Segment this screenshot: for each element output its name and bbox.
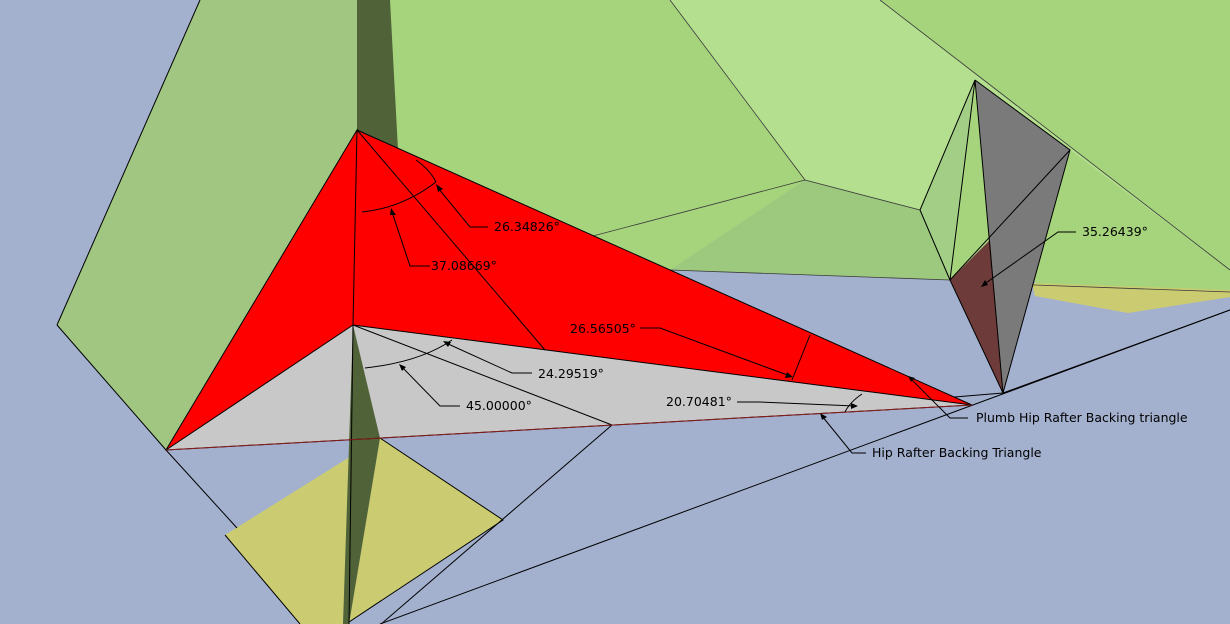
arc-a2 xyxy=(415,159,437,183)
roof-plane-left xyxy=(57,0,358,450)
angle-label-a6: 20.70481° xyxy=(666,394,732,409)
leader-a7 xyxy=(981,231,1076,287)
angle-label-a2: 37.08669° xyxy=(431,258,497,273)
plumb-triangle-brown xyxy=(950,240,1003,393)
roof-plane-right-mid xyxy=(670,180,950,280)
plumb-edges xyxy=(949,79,1071,395)
yellow-edge-2 xyxy=(345,437,504,624)
triangle-edge-base xyxy=(165,324,354,451)
arc-a6 xyxy=(844,393,863,413)
angle-label-a5: 45.00000° xyxy=(466,398,532,413)
leader-a4 xyxy=(443,341,532,374)
leader-a1 xyxy=(436,184,488,228)
arc-a3 xyxy=(791,334,811,381)
plumb-triangle-light xyxy=(920,80,975,280)
ground-edge-right xyxy=(379,309,1230,624)
plumb-edge-3 xyxy=(949,149,1071,281)
ridge-line-left xyxy=(56,0,201,326)
altitude-red xyxy=(356,129,546,351)
arc-a1 xyxy=(361,181,437,213)
angle-label-a4: 24.29519° xyxy=(538,366,604,381)
angle-label-a3: 26.56505° xyxy=(570,321,636,336)
leader-a5 xyxy=(399,364,460,407)
label-plumb-triangle: Plumb Hip Rafter Backing triangle xyxy=(976,410,1188,425)
roof-crease-2 xyxy=(879,0,1230,271)
leader-a2 xyxy=(390,208,430,267)
plumb-triangle-grey xyxy=(975,80,1070,393)
leader-a3 xyxy=(640,327,793,378)
angle-label-a1: 26.34826° xyxy=(494,219,560,234)
hip-post-strip xyxy=(357,0,398,150)
leader-backing xyxy=(820,413,866,454)
leader-a6 xyxy=(737,401,858,409)
label-backing-triangle: Hip Rafter Backing Triangle xyxy=(872,445,1042,460)
angle-label-a7: 35.26439° xyxy=(1082,224,1148,239)
hip-post-edge xyxy=(348,324,354,624)
altitude-grey xyxy=(352,324,613,426)
plumb-edge-2 xyxy=(919,79,976,281)
roof-plane-far-right xyxy=(1035,150,1230,290)
leader-plumb xyxy=(908,376,968,419)
yellow-edges xyxy=(224,534,301,624)
triangle-edges xyxy=(165,128,973,451)
eave-red-line xyxy=(165,404,973,451)
arc-a4 xyxy=(364,339,453,369)
